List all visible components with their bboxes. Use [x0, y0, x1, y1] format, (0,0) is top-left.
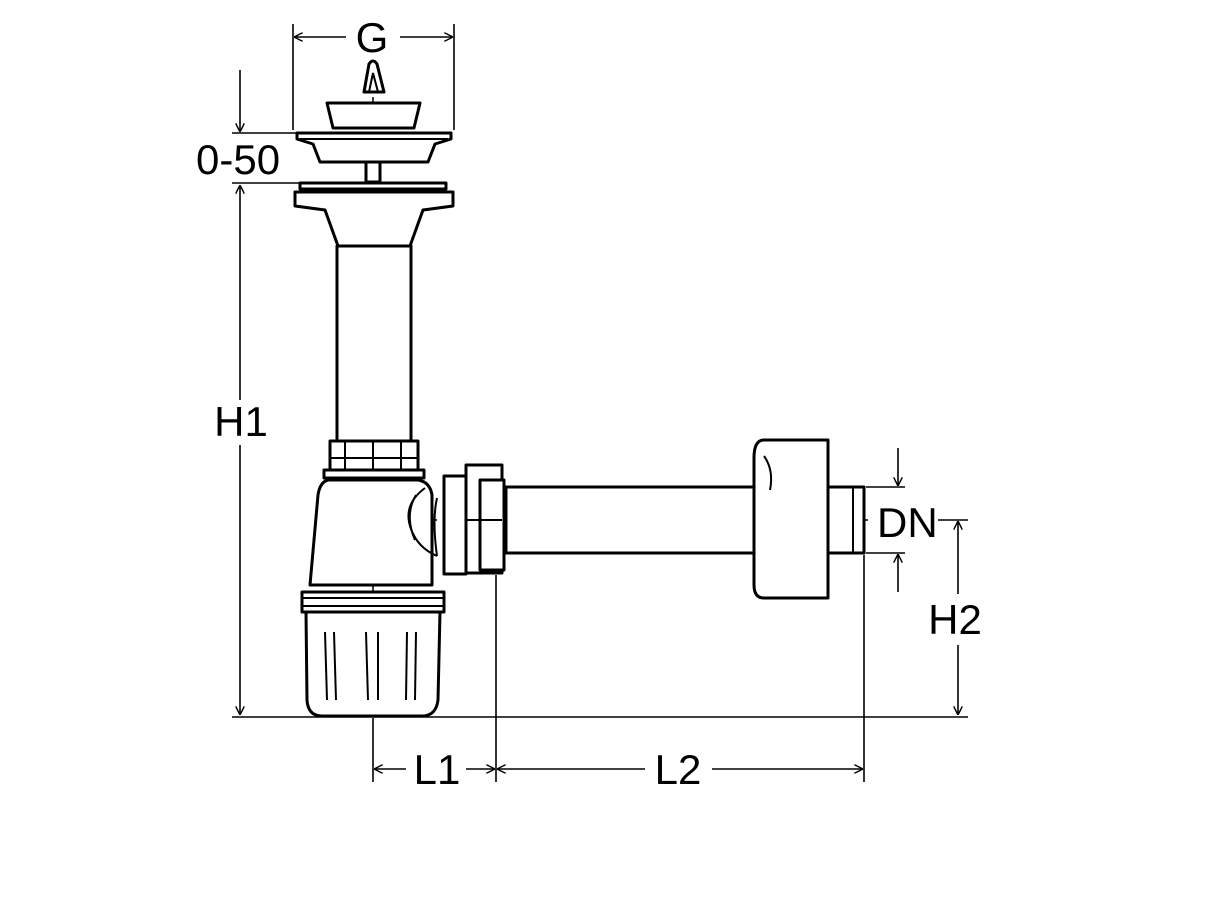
wall-rosette: [752, 438, 830, 600]
label-dn: DN: [877, 499, 938, 546]
dimension-h1: H1: [214, 185, 268, 715]
dimension-l1: L1: [372, 575, 497, 793]
wall-spigot: [826, 485, 866, 555]
label-h1: H1: [214, 398, 268, 445]
dimension-h2: H2: [928, 519, 982, 715]
label-stopper-range: 0-50: [196, 136, 280, 183]
drain-flange: [293, 181, 455, 248]
dimension-stopper-range: 0-50: [196, 70, 300, 184]
label-l2: L2: [655, 746, 702, 793]
label-g: G: [356, 14, 389, 61]
dimension-l2: L2: [497, 555, 865, 793]
vertical-tube: [335, 244, 413, 444]
dimension-dn: DN: [866, 448, 938, 592]
bottle-collar: [300, 590, 446, 614]
bottle-cup: [304, 610, 442, 718]
bottle-body: [308, 478, 438, 587]
upper-union-nut: [322, 439, 426, 480]
side-union-nut: [442, 463, 506, 576]
label-l1: L1: [414, 746, 461, 793]
dimension-g: G: [292, 14, 455, 130]
label-h2: H2: [928, 596, 982, 643]
strainer-stopper: [295, 59, 453, 184]
outlet-pipe: [504, 485, 758, 555]
